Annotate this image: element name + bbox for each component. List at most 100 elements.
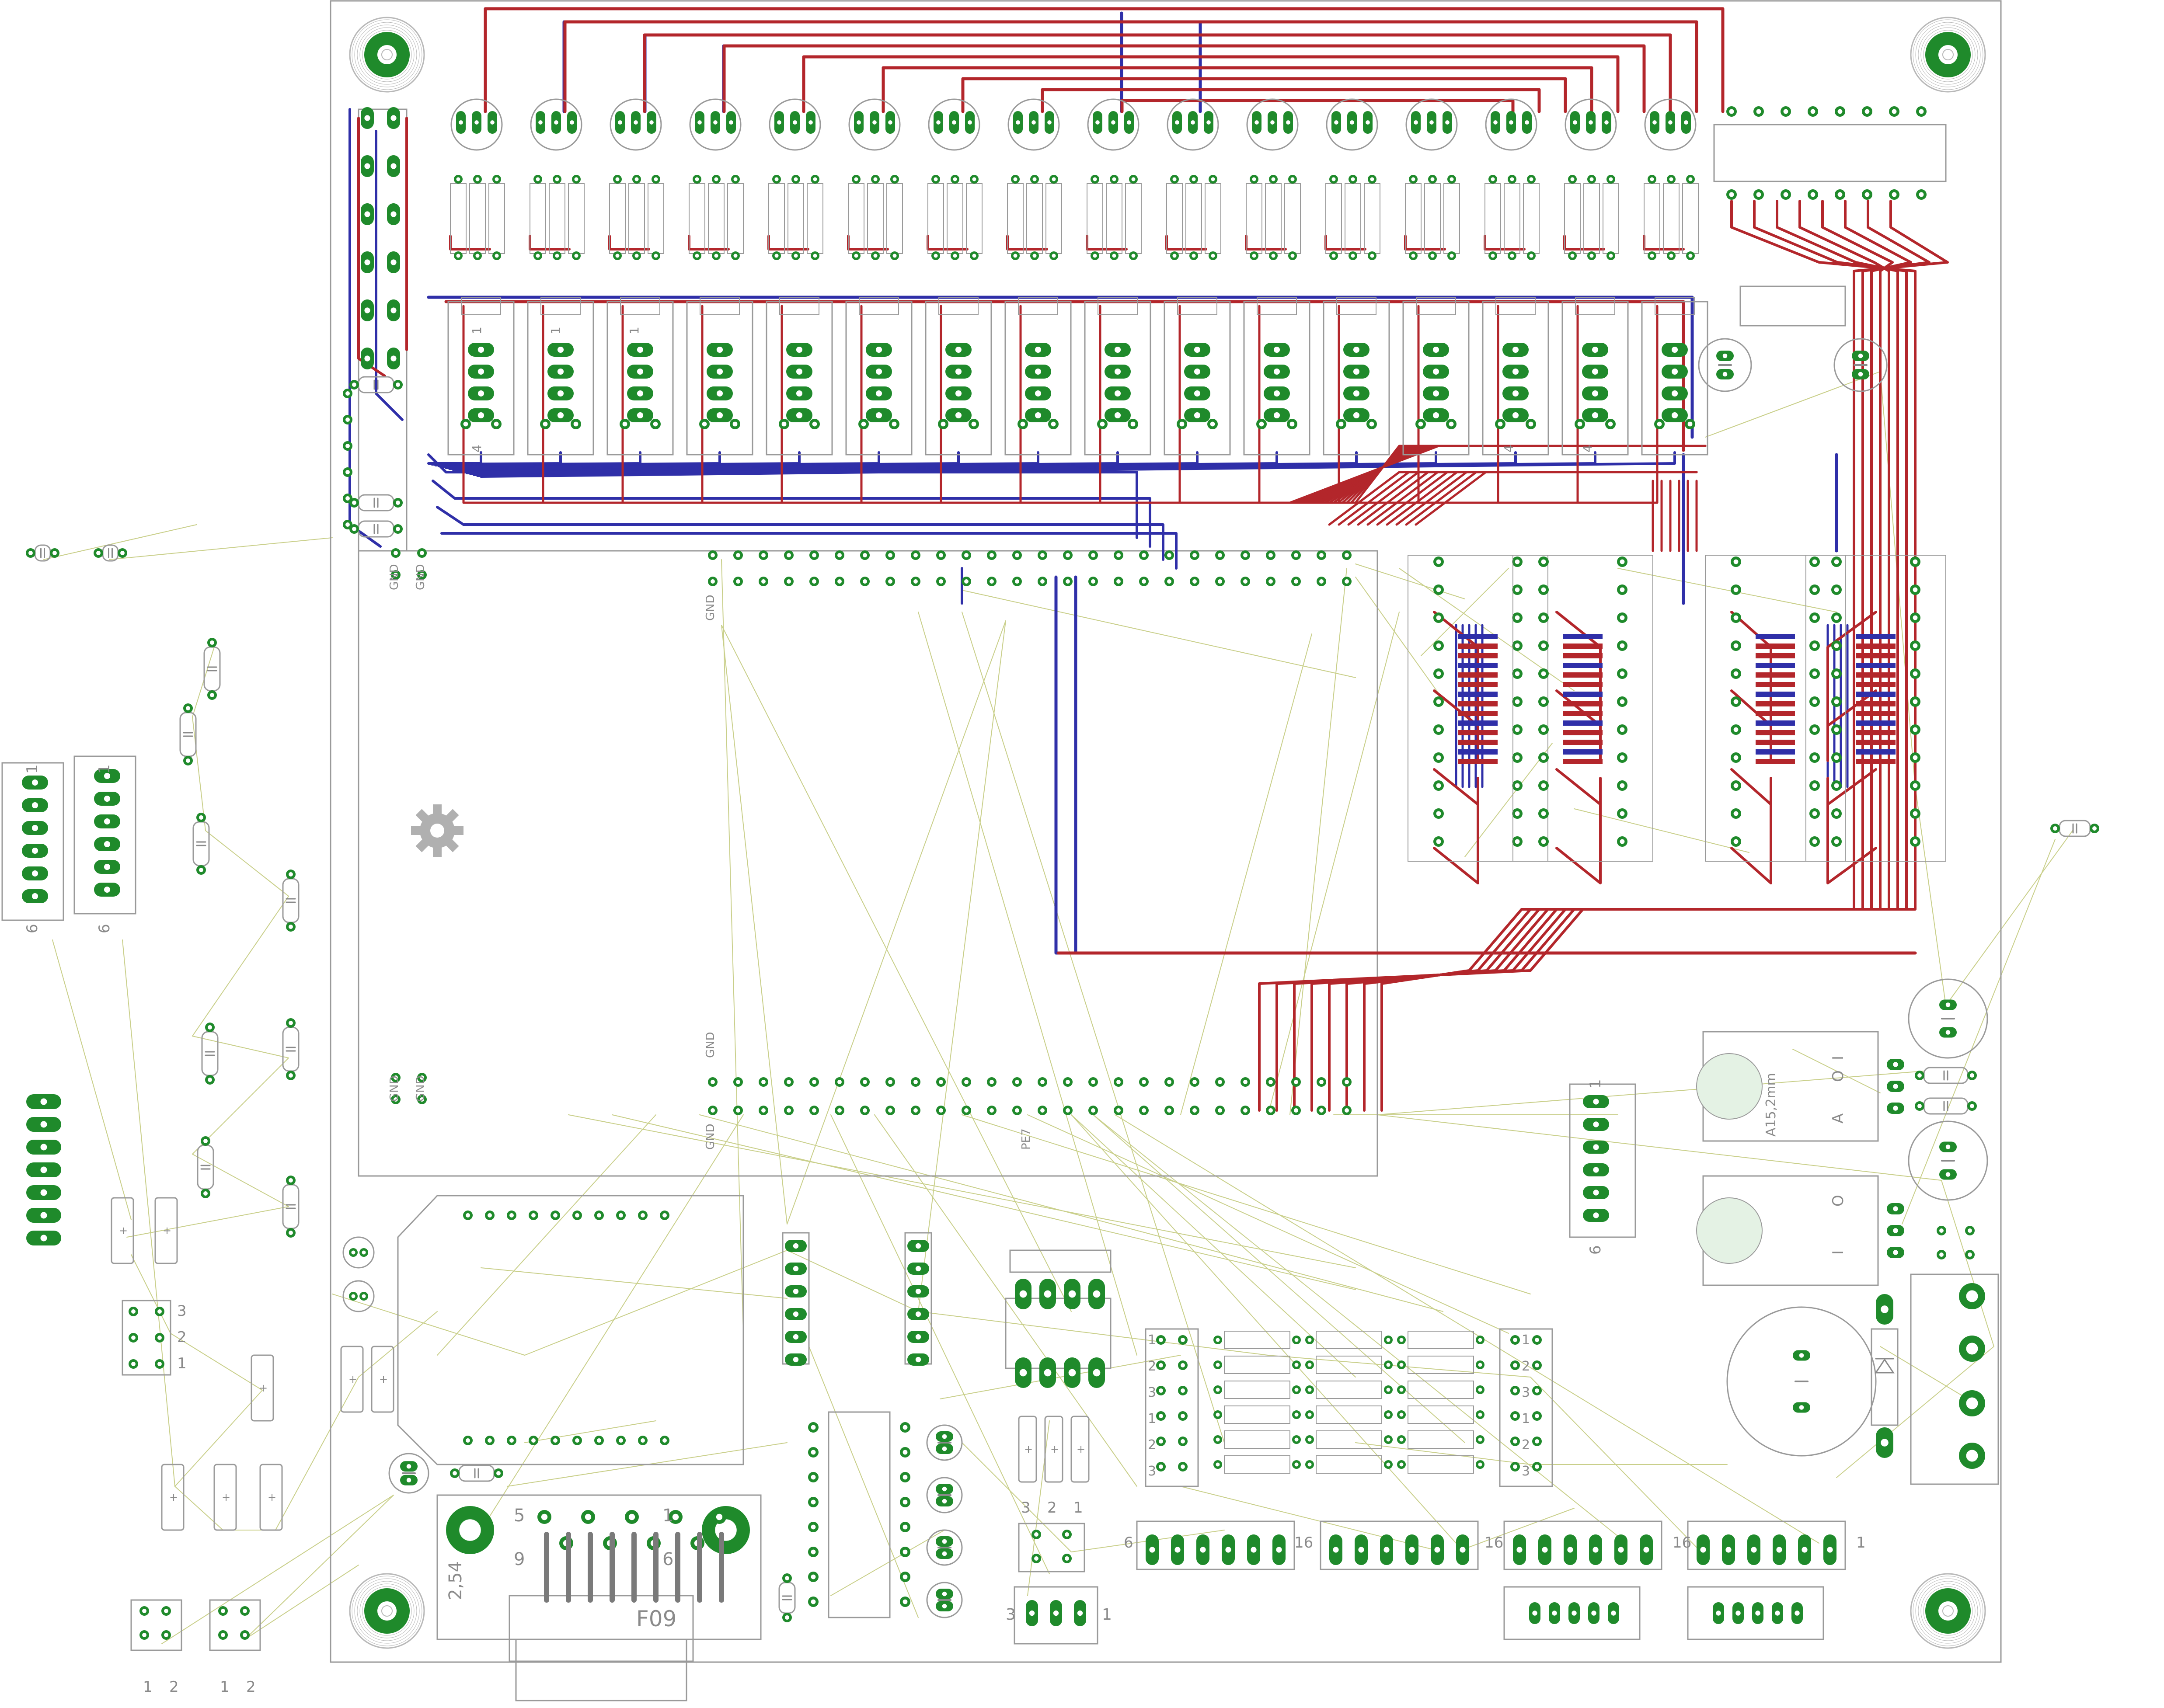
pad-hole — [634, 177, 639, 181]
top-trace — [1347, 471, 1698, 526]
pad-hole — [942, 1539, 947, 1544]
resistor-body — [259, 1464, 283, 1531]
header-outline — [1499, 1328, 1553, 1487]
mount-hole-icon — [1910, 17, 1986, 93]
soic-pad — [1756, 730, 1795, 735]
pad-hole — [903, 1599, 908, 1604]
soic-pad — [1856, 720, 1896, 726]
pad-hole — [1179, 421, 1185, 427]
pad-hole — [1881, 1439, 1889, 1447]
soic-pad — [1563, 634, 1603, 639]
pad-hole — [811, 1549, 816, 1555]
pad-hole — [1225, 1547, 1231, 1553]
pad-hole — [1834, 839, 1839, 844]
airwire — [437, 1114, 656, 1356]
relay-cap-mark — [1018, 297, 1058, 315]
pad-hole — [1589, 120, 1593, 125]
soic-pad — [1458, 730, 1498, 735]
relay-module-outline — [447, 301, 515, 456]
airwire — [1456, 1508, 1575, 1552]
pad-hole — [1541, 615, 1546, 620]
pad-hole — [711, 1108, 715, 1113]
pad-hole — [1353, 390, 1360, 397]
capacitor-icon — [458, 1464, 495, 1482]
pad-hole — [1273, 368, 1280, 375]
pad-hole — [396, 501, 400, 505]
mount-ring — [352, 1576, 422, 1646]
pad-hole — [942, 1486, 947, 1492]
resistor-body — [1408, 1455, 1474, 1474]
airwire — [721, 559, 744, 1334]
pad-hole — [1032, 254, 1037, 258]
pad-hole — [345, 444, 350, 448]
pad-hole — [662, 1438, 667, 1443]
pad-hole — [1338, 421, 1344, 427]
mount-ring — [357, 1581, 417, 1641]
top-trace — [882, 66, 1593, 113]
pad-hole — [28, 551, 33, 555]
pad-hole — [1142, 553, 1146, 557]
pad-hole — [1968, 1252, 1972, 1257]
airwire — [1574, 808, 1749, 853]
plus-mark: + — [268, 1491, 276, 1503]
mount-ring — [362, 30, 412, 80]
pad-hole — [1529, 177, 1533, 181]
soic-pad — [1756, 759, 1795, 764]
pin-number-label: 6 — [96, 924, 113, 933]
pad-hole — [1358, 1547, 1364, 1553]
pad-hole — [1159, 1439, 1163, 1444]
pad-hole — [934, 177, 938, 181]
pad-hole — [1812, 643, 1817, 648]
soic-pad — [1856, 672, 1896, 678]
pin-number-label: 6 — [1124, 1534, 1133, 1551]
pin-number-label: 2 — [1522, 1437, 1530, 1453]
pad-hole — [1515, 699, 1520, 704]
pad-hole — [1751, 1547, 1757, 1553]
pad-hole — [157, 1362, 162, 1366]
pad-hole — [575, 1213, 579, 1218]
pad-hole — [1370, 254, 1374, 258]
pad-hole — [31, 893, 38, 900]
pad-hole — [396, 383, 400, 387]
pad-hole — [1015, 1108, 1019, 1113]
pad-hole — [1609, 254, 1613, 258]
airwire — [721, 625, 1072, 1312]
pad-hole — [364, 259, 370, 265]
airwire — [192, 717, 206, 831]
resistor-body — [609, 183, 626, 254]
connector-outline — [1320, 1520, 1479, 1570]
pad-hole — [1733, 811, 1739, 816]
pad-hole — [787, 579, 791, 584]
pad-hole — [716, 390, 723, 397]
pad-hole — [1243, 1108, 1248, 1113]
pad-hole — [942, 1434, 947, 1439]
pad-hole — [1294, 1363, 1299, 1367]
pad-hole — [1345, 1080, 1349, 1084]
led-outline — [342, 1280, 375, 1312]
pad-hole — [1611, 1611, 1616, 1616]
pad-hole — [729, 120, 733, 125]
pad-hole — [936, 120, 941, 125]
soic-pad — [1563, 701, 1603, 706]
transistor-outline — [1007, 98, 1060, 151]
resistor-body — [1408, 1381, 1474, 1399]
soic-pad — [1856, 644, 1896, 649]
pad-hole — [1735, 1611, 1741, 1616]
pad-hole — [1411, 177, 1415, 181]
pad-hole — [1111, 120, 1115, 125]
pad-hole — [1834, 783, 1839, 788]
pad-hole — [1167, 1080, 1171, 1084]
soic-pad — [1856, 663, 1896, 668]
airwire — [787, 1250, 919, 1312]
pad-hole — [1016, 120, 1020, 125]
pad-hole — [463, 421, 468, 427]
pad-hole — [531, 1438, 536, 1443]
airwire — [524, 1250, 788, 1356]
pad-hole — [615, 254, 620, 258]
soic-pad — [1756, 711, 1795, 716]
electrolytic-capacitor — [926, 1477, 963, 1513]
pad-hole — [1218, 579, 1222, 584]
pad-hole — [1319, 579, 1324, 584]
pad-hole — [1345, 1108, 1349, 1113]
relay-module-outline — [1641, 301, 1708, 456]
